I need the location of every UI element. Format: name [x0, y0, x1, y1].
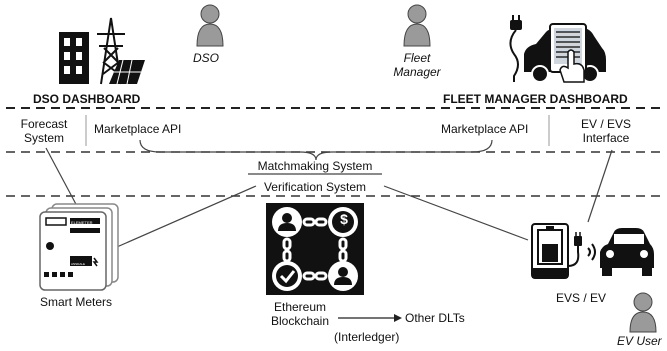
blockchain-icon	[266, 203, 364, 295]
api-right-bracket	[315, 139, 493, 161]
fleet-manager-dashboard-title: FLEET MANAGER DASHBOARD	[443, 92, 628, 106]
matchmaking-system-label: Matchmaking System	[257, 159, 373, 173]
verification-system-label: Verification System	[263, 180, 367, 194]
marketplace-api-right-label: Marketplace API	[441, 122, 529, 136]
ev-user-person-icon	[629, 292, 657, 333]
ev-evs-interface-label: EV / EVS Interface	[580, 117, 632, 145]
power-grid-icon	[59, 17, 145, 85]
verification-evs-link	[383, 185, 529, 241]
evs-ev-label: EVS / EV	[556, 291, 607, 305]
other-dlts-label: Other DLTs	[405, 311, 465, 325]
forecast-system-label: Forecast System	[20, 117, 68, 145]
marketplace-api-left-label: Marketplace API	[94, 122, 182, 136]
dso-actor-label: DSO	[193, 51, 220, 65]
dlt-arrow-head	[394, 314, 402, 322]
dso-dashboard-title: DSO DASHBOARD	[33, 92, 141, 106]
ethereum-blockchain-label: Ethereum Blockchain	[270, 300, 330, 328]
dso-person-icon	[196, 4, 224, 47]
smart-meters-label: Smart Meters	[40, 295, 113, 309]
forecast-meter-link	[45, 147, 79, 209]
interledger-label: (Interledger)	[334, 330, 400, 344]
ev-user-actor-label: EV User	[617, 334, 662, 348]
fleet-manager-person-icon	[403, 4, 431, 47]
car-charging-icon	[509, 15, 606, 83]
verification-meter-link	[109, 185, 257, 251]
interface-evs-link	[587, 149, 613, 223]
meter-brand-text: ELEMETER	[71, 220, 93, 225]
meter-model-text: ANSDALE ELEMETER	[71, 262, 88, 269]
ev-charging-station-icon	[531, 223, 654, 279]
dollar-symbol: $	[340, 211, 348, 227]
fleet-manager-actor-label: Fleet Manager	[393, 51, 441, 79]
smart-meter-icon	[39, 203, 119, 291]
api-left-bracket	[139, 139, 317, 161]
